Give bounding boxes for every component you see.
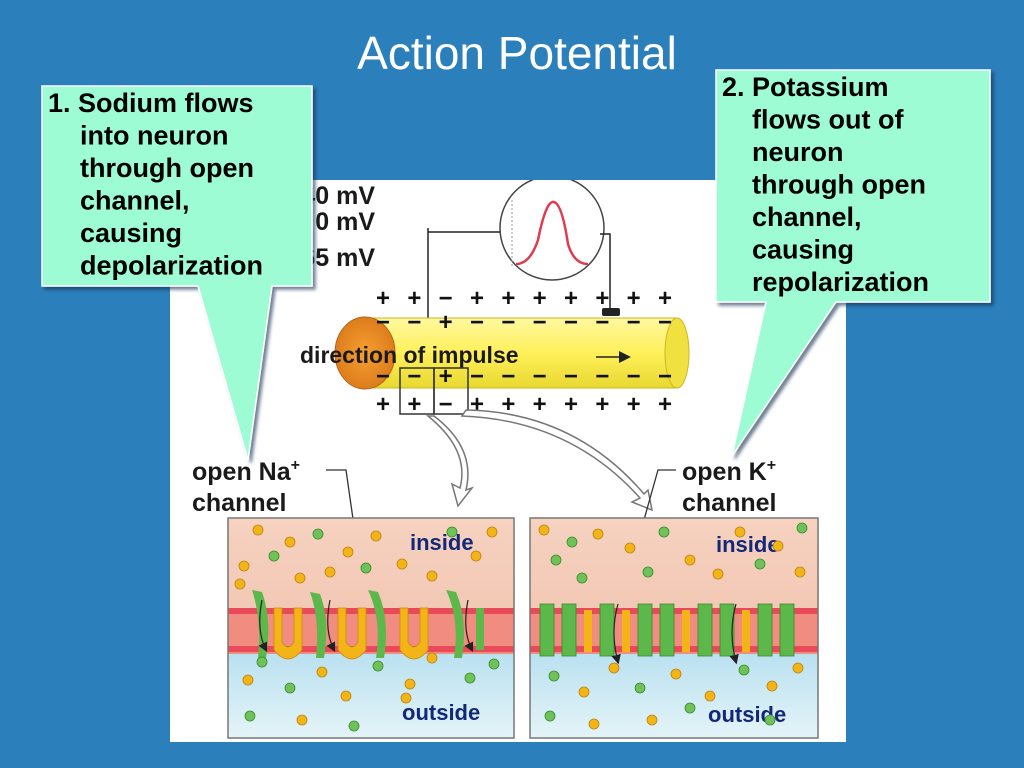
open-na-label: open Na+ [192, 457, 300, 486]
sodium-ion [486, 526, 498, 538]
sodium-ion [578, 686, 590, 698]
potassium-ion [754, 558, 766, 570]
sodium-ion [400, 692, 412, 704]
sodium-ion [296, 714, 308, 726]
potassium-ion [566, 536, 578, 548]
open-k-label: open K+ [682, 457, 776, 486]
direction-of-impulse-label: direction of impulse [300, 342, 519, 368]
sodium-ion [252, 524, 264, 536]
sodium-ion [396, 558, 408, 570]
sodium-ion [794, 566, 806, 578]
voltage-label-40: +40 mV [287, 182, 376, 210]
sodium-ion [588, 718, 600, 730]
potassium-ion [796, 522, 808, 534]
k-panel-inside-label: inside [716, 532, 780, 557]
k-panel-outside-label: outside [708, 702, 786, 727]
potassium-ion [684, 702, 696, 714]
potassium-ion [244, 710, 256, 722]
potassium-ion [634, 682, 646, 694]
k-channel-label: channel [682, 489, 776, 517]
na-channel-proteins [252, 590, 484, 660]
axon-cut-end [334, 316, 396, 390]
sodium-ion [242, 674, 254, 686]
sodium-ion [426, 652, 438, 664]
potassium-ion [284, 682, 296, 694]
potassium-ion [372, 660, 384, 672]
sodium-ion [284, 536, 296, 548]
inner-top-charges: − − + − − − − − − − [376, 309, 672, 336]
potassium-ion [764, 714, 776, 726]
sodium-ion [470, 550, 482, 562]
na-panel-inside-label: inside [410, 530, 474, 555]
sodium-ion [766, 680, 778, 692]
sodium-ion [646, 714, 658, 726]
voltage-label-65: −65 mV [287, 244, 376, 272]
potassium-ion [312, 528, 324, 540]
sodium-ion [342, 546, 354, 558]
sodium-ion [684, 554, 696, 566]
na-channel-label: channel [192, 489, 286, 517]
sodium-ion [608, 662, 620, 674]
voltage-label-0: 0 mV [315, 208, 375, 236]
sodium-ion [538, 524, 550, 536]
callout-line: neuron [752, 137, 844, 167]
sodium-ion [316, 666, 328, 678]
sodium-ion [404, 678, 416, 690]
potassium-ion [738, 664, 750, 676]
sodium-ion [712, 568, 724, 580]
na-panel-outside-label: outside [402, 700, 480, 725]
diagram-figure: +40 mV 0 mV −65 mV + + − + + + + + + + −… [170, 175, 846, 742]
sodium-ion [792, 662, 804, 674]
sodium-ion [340, 690, 352, 702]
potassium-ion [446, 526, 458, 538]
potassium-ion [544, 710, 556, 722]
potassium-ion [548, 670, 560, 682]
potassium-ion [348, 720, 360, 732]
sodium-ion [734, 526, 746, 538]
k-zoom-arrow [460, 409, 654, 512]
potassium-ion [658, 526, 670, 538]
potassium-ion [360, 562, 372, 574]
potassium-ion [488, 658, 500, 670]
callout-line: into neuron [80, 121, 228, 151]
electrode [602, 308, 620, 316]
potassium-ion [550, 554, 562, 566]
sodium-ion [324, 566, 336, 578]
sodium-ion [234, 578, 246, 590]
k-region-box [433, 367, 469, 415]
sodium-channel-panel: inside outside [228, 518, 514, 738]
sodium-ion [426, 570, 438, 582]
sodium-ion [624, 542, 636, 554]
callout-line: 1. Sodium flows [48, 88, 254, 118]
slide-title: Action Potential [357, 27, 677, 79]
potassium-ion [256, 656, 268, 668]
potassium-ion [576, 572, 588, 584]
potassium-ion [464, 672, 476, 684]
sodium-ion [772, 540, 784, 552]
k-channel-proteins [539, 603, 795, 657]
potassium-ion [642, 566, 654, 578]
voltage-scale: +40 mV 0 mV −65 mV [287, 182, 376, 272]
potassium-channel-panel: inside outside [530, 518, 818, 738]
outer-top-charges: + + − + + + + + + + [376, 285, 672, 312]
k-ion-dots [538, 522, 808, 730]
sodium-ion [670, 668, 682, 680]
sodium-ion [370, 530, 382, 542]
action-potential-trace [515, 200, 589, 266]
sodium-ion [294, 572, 306, 584]
sodium-ion [592, 528, 604, 540]
na-zoom-arrow [425, 415, 475, 508]
axon [334, 316, 690, 390]
diagram-svg: +40 mV 0 mV −65 mV + + − + + + + + + + −… [192, 175, 819, 739]
potassium-ion [268, 550, 280, 562]
callout-line: through open [80, 153, 254, 183]
callout-line: causing [80, 218, 182, 248]
sodium-ion [704, 690, 716, 702]
sodium-ion [238, 560, 250, 572]
callout-line: flows out of [752, 105, 904, 135]
inner-bottom-charges: − − + − − − − − − − [376, 363, 672, 390]
na-ion-dots [234, 524, 500, 732]
